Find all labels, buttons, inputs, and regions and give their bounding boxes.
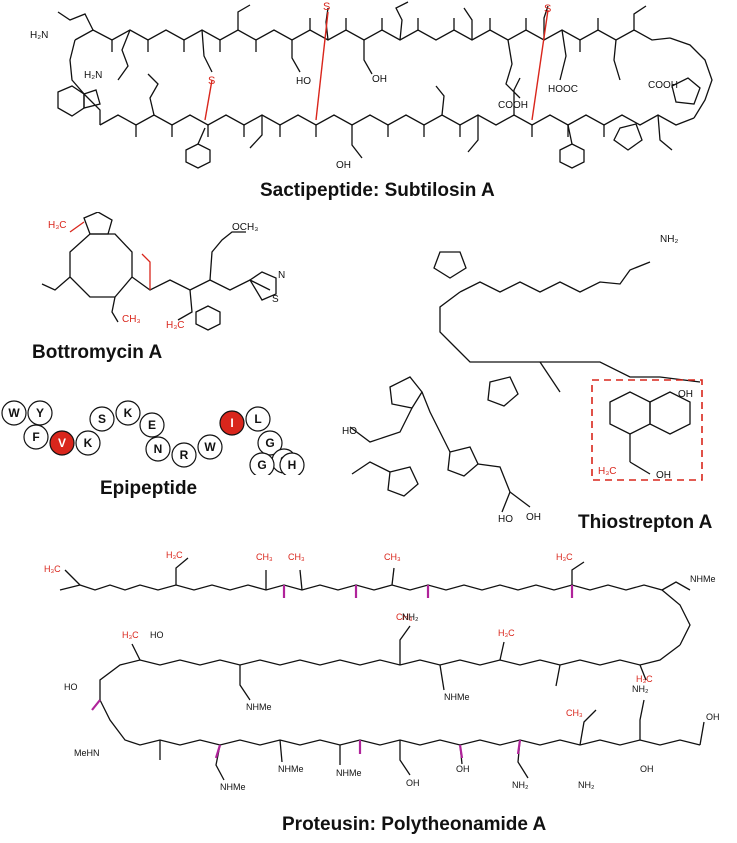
residue-letter: F xyxy=(32,430,39,444)
atom-label-oh: OH xyxy=(656,470,671,481)
residue-letter: L xyxy=(254,412,261,426)
title-sactipeptide: Sactipeptide: Subtilosin A xyxy=(260,180,495,201)
atom-label-ch3: CH₃ xyxy=(256,552,273,562)
residue-bubble xyxy=(89,406,115,432)
residue-bubble xyxy=(27,400,53,426)
sulfur-label: S xyxy=(323,1,330,13)
residue-letter: K xyxy=(124,406,133,420)
residue-letter: G xyxy=(257,458,266,472)
thiostrepton-structure: NH₂ OH OH HO HO OH H₃C xyxy=(342,234,703,525)
atom-label-nh2: NH₂ xyxy=(632,684,649,694)
residue-letter: Y xyxy=(36,406,44,420)
residue-bubble xyxy=(279,452,305,475)
polytheonamide-structure: H₃C H₃C CH₃ CH₃ CH₃ H₃C H₃C CH₃ H₃C H₃C … xyxy=(44,550,720,792)
residue-bubble xyxy=(219,410,245,436)
atom-label-oh: OH xyxy=(526,512,541,523)
residue-bubble xyxy=(139,412,165,438)
atom-label-oh: OH xyxy=(406,778,420,788)
residue-letter: V xyxy=(58,436,66,450)
atom-label-oh: OH xyxy=(706,712,720,722)
title-thiostrepton: Thiostrepton A xyxy=(578,512,713,533)
atom-label-nhme: NHMe xyxy=(336,768,362,778)
residue-bubble xyxy=(23,424,49,450)
atom-label-ch3: H₃C xyxy=(122,630,139,640)
residue-bubble xyxy=(49,430,75,456)
subtilosin-upper-backbone xyxy=(74,29,671,41)
residue-bubble xyxy=(245,406,271,432)
sulfur-label: S xyxy=(544,3,551,15)
atom-label-nhme: NHMe xyxy=(246,702,272,712)
atom-label-mehn: MeHN xyxy=(74,748,100,758)
atom-label-nh2: H₂N xyxy=(84,70,102,81)
atom-label-oh: OH xyxy=(678,389,693,400)
atom-label-oh: HO xyxy=(150,630,164,640)
atom-label-h3c: H₃C xyxy=(166,320,185,331)
residue-bubble xyxy=(75,430,101,456)
residue-letter: W xyxy=(204,440,216,454)
atom-label-ch3: H₃C xyxy=(636,674,653,684)
atom-label-cooh: COOH xyxy=(498,100,528,111)
atom-label-n: N xyxy=(278,270,285,281)
residue-letter: H xyxy=(288,458,297,472)
atom-label-nh2: NH₂ xyxy=(660,234,678,245)
atom-label-nhme: NHMe xyxy=(690,574,716,584)
residue-bubble xyxy=(249,452,275,475)
atom-label-oh: OH xyxy=(456,764,470,774)
atom-label-oh: OH xyxy=(640,764,654,774)
atom-label-nh2: NH₂ xyxy=(402,612,419,622)
atom-label-oh: HO xyxy=(498,514,513,525)
residue-letter: S xyxy=(98,412,106,426)
atom-label-oh: HO xyxy=(296,76,311,87)
atom-label-h3c: H₃C xyxy=(48,220,67,231)
atom-label-ch3: CH₃ xyxy=(384,552,401,562)
residue-letter: I xyxy=(230,416,233,430)
residue-letter: W xyxy=(8,406,20,420)
residue-bubble xyxy=(197,434,223,460)
residue-letter: E xyxy=(148,418,156,432)
atom-label-hooc: HOOC xyxy=(548,84,578,95)
atom-label-h2n: H₂N xyxy=(30,30,48,41)
atom-label-och3: OCH₃ xyxy=(232,222,258,233)
residue-bubble xyxy=(257,430,283,456)
subtilosin-lower-backbone xyxy=(99,114,695,126)
dashed-highlight-box xyxy=(591,379,703,481)
residue-letter: K xyxy=(84,436,93,450)
atom-label-cooh: COOH xyxy=(648,80,678,91)
atom-label-ch3: CH₃ xyxy=(122,314,141,325)
atom-label-nh2: NH₂ xyxy=(578,780,595,790)
atom-label-oh: HO xyxy=(64,682,78,692)
residue-letter: G xyxy=(265,436,274,450)
residue-letter: N xyxy=(154,442,163,456)
atom-label-nhme: NHMe xyxy=(444,692,470,702)
residue-bubble xyxy=(145,436,171,462)
atom-label-nhme: NHMe xyxy=(278,764,304,774)
atom-label-s: S xyxy=(272,294,279,305)
epipeptide-structure: WYFVKSKENRWILGSGH xyxy=(1,400,305,475)
sactipeptide-structure: H₂N H₂N HO OH COOH HOOC COOH OH S S S xyxy=(30,1,713,171)
atom-label-nhme: NHMe xyxy=(220,782,246,792)
title-bottromycin: Bottromycin A xyxy=(32,342,163,363)
atom-label-oh: OH xyxy=(336,160,351,171)
residue-bubble xyxy=(115,400,141,426)
atom-label-h3c: H₃C xyxy=(598,466,617,477)
atom-label-h3c: H₃C xyxy=(44,564,61,574)
residue-letter: R xyxy=(180,448,189,462)
residue-bubble xyxy=(171,442,197,468)
atom-label-ch3: CH₃ xyxy=(566,708,583,718)
sulfur-label: S xyxy=(208,75,215,87)
residue-bubble xyxy=(1,400,27,426)
title-proteusin: Proteusin: Polytheonamide A xyxy=(282,814,547,835)
atom-label-ch3: CH₃ xyxy=(396,612,413,622)
atom-label-oh: HO xyxy=(342,426,357,437)
atom-label-ch3: H₃C xyxy=(556,552,573,562)
atom-label-ch3: H₃C xyxy=(166,550,183,560)
atom-label-oh: OH xyxy=(372,74,387,85)
atom-label-ch3: CH₃ xyxy=(288,552,305,562)
title-epipeptide: Epipeptide xyxy=(100,478,198,499)
bottromycin-structure: OCH₃ S N H₃C CH₃ H₃C xyxy=(41,212,285,331)
atom-label-nh2: NH₂ xyxy=(512,780,529,790)
atom-label-ch3: H₃C xyxy=(498,628,515,638)
